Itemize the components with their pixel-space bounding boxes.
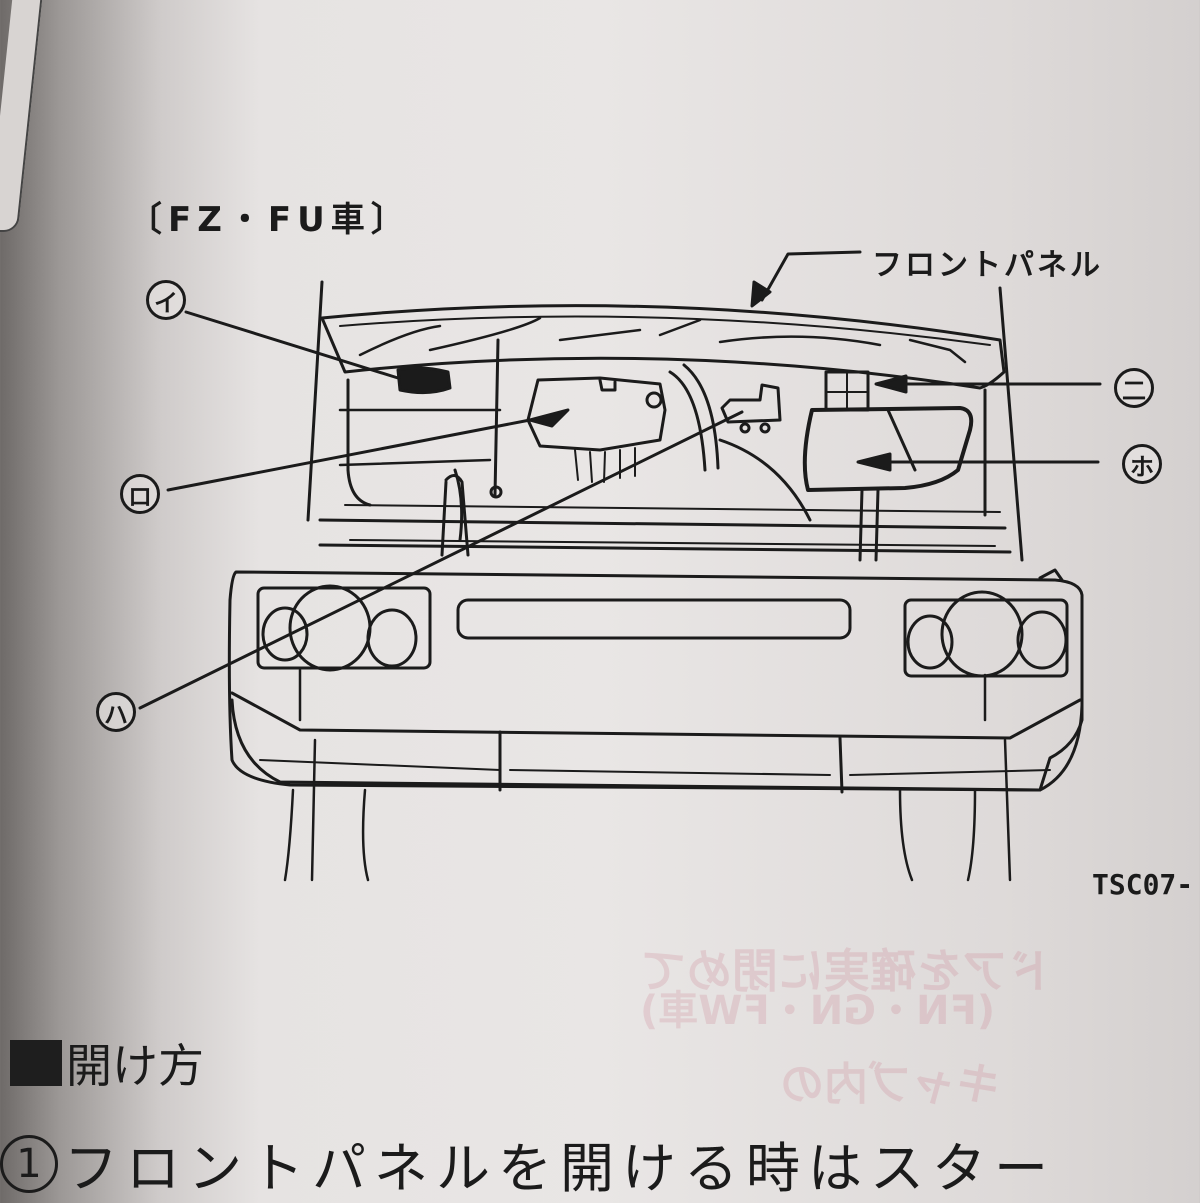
figure-code: TSC07- [1092, 868, 1194, 901]
heading-bullet-square [10, 1040, 62, 1086]
callout-marker-ro: ロ [120, 474, 160, 514]
step-number-circle: 1 [0, 1134, 58, 1193]
heading-text: 開け方 [66, 1039, 204, 1093]
section-heading: 開け方 [10, 1030, 204, 1096]
callout-marker-i: イ [146, 280, 186, 320]
callout-marker-ha: ハ [96, 692, 136, 732]
callout-marker-ni: 二 [1114, 368, 1154, 408]
section-caption: 〔FZ・FU車〕 [128, 200, 411, 240]
callout-marker-ho: ホ [1122, 444, 1162, 484]
front-panel-label: フロントパネル [872, 248, 1103, 283]
step-1-text: フロントパネルを開ける時はスター [64, 1137, 1056, 1200]
step-1: 1 フロントパネルを開ける時はスター [0, 1124, 1056, 1203]
